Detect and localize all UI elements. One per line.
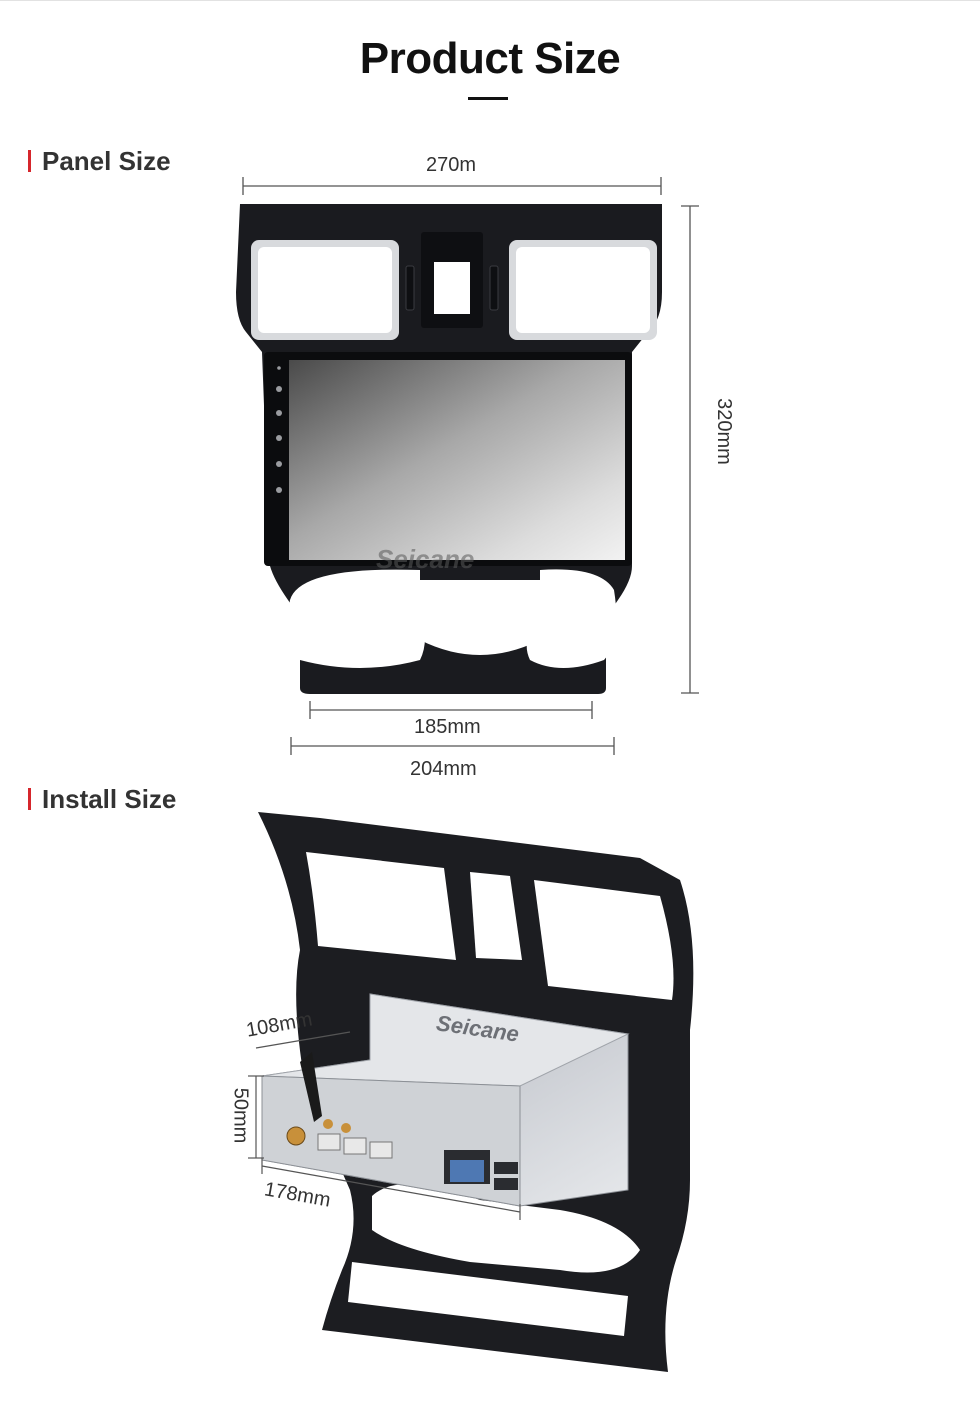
install-size-heading: Install Size <box>28 784 176 814</box>
antenna <box>300 1052 322 1122</box>
dimension-line-top <box>242 177 662 195</box>
dimension-line-bottom <box>290 737 615 755</box>
panel-height-label: 320mm <box>712 398 735 465</box>
panel-size-heading: Panel Size <box>28 146 171 176</box>
install-dimension-lines <box>248 1031 521 1220</box>
heading-accent-bar <box>28 150 31 172</box>
panel-bottom-width-label: 204mm <box>410 758 477 780</box>
side-buttons <box>276 366 282 493</box>
heading-accent-bar <box>28 788 31 810</box>
screen-width-label: 185mm <box>414 716 481 738</box>
install-height-label: 50mm <box>229 1087 252 1144</box>
dimension-line-right <box>681 205 699 694</box>
title-underline <box>468 97 508 100</box>
install-size-heading-text: Install Size <box>42 784 177 814</box>
top-divider <box>0 0 980 1</box>
dimension-line-screen <box>309 701 593 719</box>
panel-width-top-label: 270m <box>426 154 477 176</box>
panel-size-heading-text: Panel Size <box>42 146 171 176</box>
brand-watermark: Seicane <box>376 544 475 574</box>
page-title: Product Size <box>359 34 621 83</box>
install-frame-openings <box>306 852 674 1336</box>
rear-connectors <box>286 1119 518 1190</box>
climate-control-cutouts <box>288 569 617 668</box>
screen-display <box>289 360 625 560</box>
